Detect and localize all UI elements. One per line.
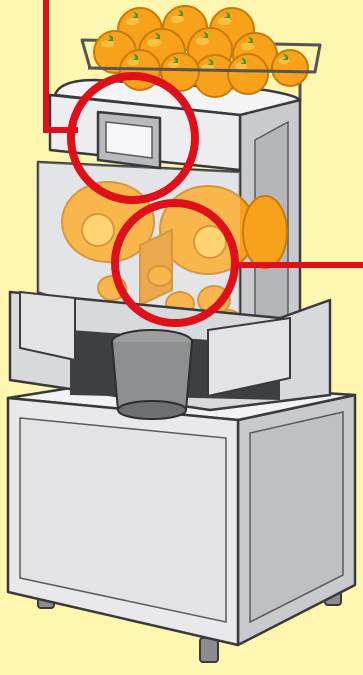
basket-orange [272, 50, 308, 86]
orange-highlight [218, 17, 231, 25]
orange-highlight [196, 37, 209, 45]
control-screen [98, 112, 160, 168]
orange-highlight [147, 39, 161, 47]
cabinet-base [8, 380, 355, 645]
top-oranges [94, 6, 308, 97]
orange-highlight [126, 17, 139, 25]
orange-highlight [171, 15, 184, 23]
orange-highlight [241, 42, 254, 50]
basket-orange [228, 54, 268, 94]
juice-cup [112, 330, 192, 419]
